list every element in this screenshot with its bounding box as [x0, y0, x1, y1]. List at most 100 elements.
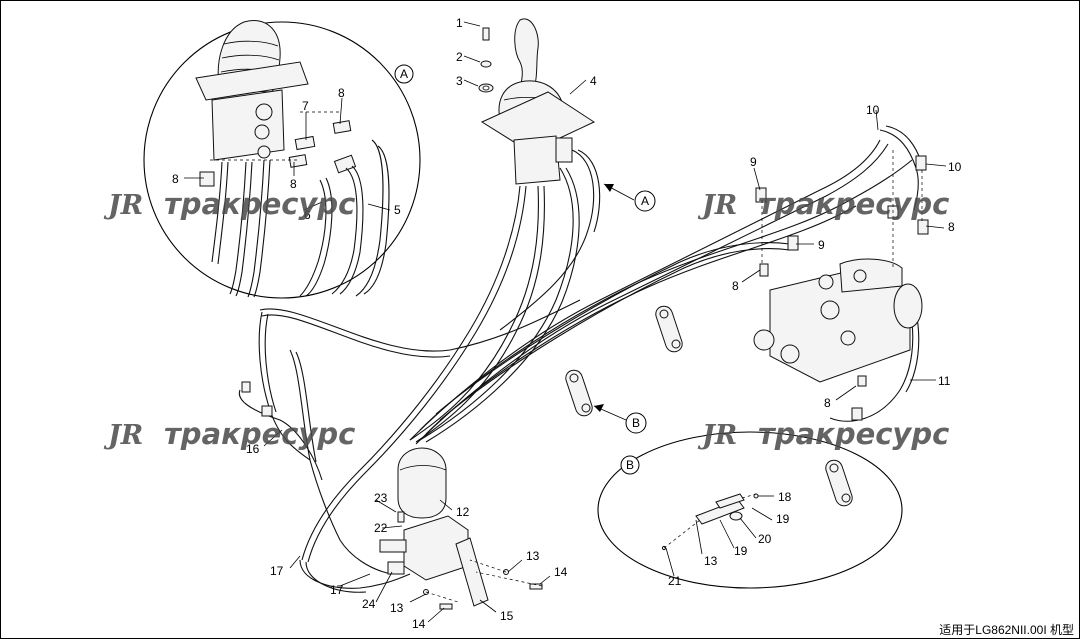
bubble-b-detail-label: B [626, 458, 634, 472]
hose-main-4 [499, 149, 595, 331]
arrow-b [594, 404, 604, 412]
detail-b-plate-19 [715, 493, 745, 509]
joystick-assembly [478, 18, 596, 185]
hose-long-3b [439, 248, 791, 421]
detail-b-clamp-hole-2 [841, 493, 851, 503]
callout-6: 6 [304, 208, 311, 222]
valve-port-top [818, 274, 834, 290]
arrow-a [604, 184, 614, 192]
valve-fitting-9 [787, 235, 799, 251]
callout-8-c: 8 [290, 177, 297, 191]
detail-a-port-1 [255, 103, 273, 121]
bubble-a-detail-label: A [400, 67, 408, 81]
watermark-text-1: тракресурс [164, 187, 355, 221]
detail-a-fitting-6 [333, 154, 357, 174]
fitting-22 [379, 539, 407, 553]
bubble-b-view [625, 412, 647, 434]
callout-8-f: 8 [824, 396, 831, 410]
valve-top-block [839, 258, 903, 293]
fitting-left-2 [261, 405, 273, 417]
hose-main-1b [307, 185, 527, 563]
detail-a-fitting-7 [294, 135, 316, 151]
clamp-lower-hole [569, 373, 579, 383]
valve-fitting-10 [915, 155, 927, 171]
part-3-nut-hole [482, 85, 490, 91]
callout-7: 7 [302, 99, 309, 113]
callout-9-a: 9 [750, 155, 757, 169]
callout-8-d: 8 [948, 220, 955, 234]
detail-a-hose-3 [299, 179, 327, 297]
part-2-washer [480, 60, 492, 68]
detail-a-hose-2b [339, 165, 364, 295]
part-1-screw-body [482, 27, 490, 41]
footer-model-note: 适用于LG862NII.00I 机型 [939, 623, 1074, 637]
fitting-23 [397, 511, 405, 523]
hose-17-b [305, 561, 367, 593]
clamp-upper-hole [659, 309, 669, 319]
valve-fitting-8-left [759, 263, 769, 277]
hose-loop-4 [238, 389, 323, 481]
accumulator-seam [399, 465, 447, 471]
detail-a-valve-body [211, 89, 285, 161]
clamp-upper-hole-2 [671, 339, 681, 349]
callout-10-a: 10 [866, 103, 880, 117]
joystick-valve-body [513, 135, 561, 185]
bubble-b-view-label: B [632, 416, 640, 430]
detail-a-fitting-8c [199, 171, 215, 187]
watermark-text-2: тракресурс [758, 187, 949, 221]
view-bubbles: A A B B [394, 64, 656, 475]
hose-main-3b [425, 167, 580, 443]
detail-a-hose-6b [217, 161, 229, 265]
hose-loop-3 [289, 349, 393, 575]
bolt-14-left [439, 603, 453, 610]
callout-leaders [184, 21, 947, 623]
detail-a-port-3 [257, 145, 271, 159]
hose-long-1 [409, 139, 881, 441]
callout-8-a: 8 [338, 86, 345, 100]
detail-b-nut-20 [729, 511, 743, 521]
valve-fitting-8-right [917, 219, 929, 235]
callout-16: 16 [246, 442, 260, 456]
valve-fitting-9-top [755, 187, 767, 203]
multi-way-valve [753, 150, 929, 421]
callout-17-b: 17 [330, 583, 344, 597]
bubble-a-view [634, 190, 656, 212]
valve-fitting-lower [851, 407, 863, 421]
watermark-text-4: тракресурс [758, 417, 949, 451]
hose-17-a [299, 559, 411, 589]
bubble-b-detail [620, 455, 640, 475]
callout-18: 18 [778, 490, 792, 504]
detail-b-clamp-hole [829, 463, 839, 473]
joystick-handle [514, 18, 539, 89]
callout-5: 5 [394, 203, 401, 217]
callout-19-b: 19 [734, 544, 748, 558]
watermark-logo-1: JR [103, 190, 143, 221]
hose-main-2b [415, 185, 545, 443]
callout-20: 20 [758, 532, 772, 546]
detail-a-hose-5b [253, 159, 271, 298]
detail-a-hose-6 [211, 161, 223, 263]
callout-23: 23 [374, 491, 388, 505]
valve-port-top-2 [853, 269, 867, 283]
detail-a-hose-2 [331, 167, 358, 295]
main-hose-bundle [238, 125, 923, 593]
callout-11: 11 [938, 374, 951, 388]
detail-b-dashed-leaders [663, 493, 757, 549]
callout-21: 21 [668, 574, 682, 588]
detail-a-circle [143, 21, 421, 299]
valve-fitting-8 [857, 375, 867, 387]
detail-a-fitting-8b [288, 154, 308, 168]
valve-port-center [820, 300, 840, 320]
detail-a-port-2 [254, 124, 270, 140]
hose-long-2 [419, 159, 913, 431]
watermark-logo-2: JR [697, 190, 737, 221]
callout-19-a: 19 [776, 512, 790, 526]
hose-loop-2b [264, 313, 277, 413]
callout-4: 4 [590, 74, 597, 88]
callout-8-e: 8 [732, 279, 739, 293]
callout-13-a: 13 [390, 601, 404, 615]
detail-a-fitting-8 [332, 120, 352, 134]
valve-port-left [753, 329, 775, 351]
joystick-side-fitting [555, 137, 573, 163]
hose-11 [829, 309, 914, 422]
